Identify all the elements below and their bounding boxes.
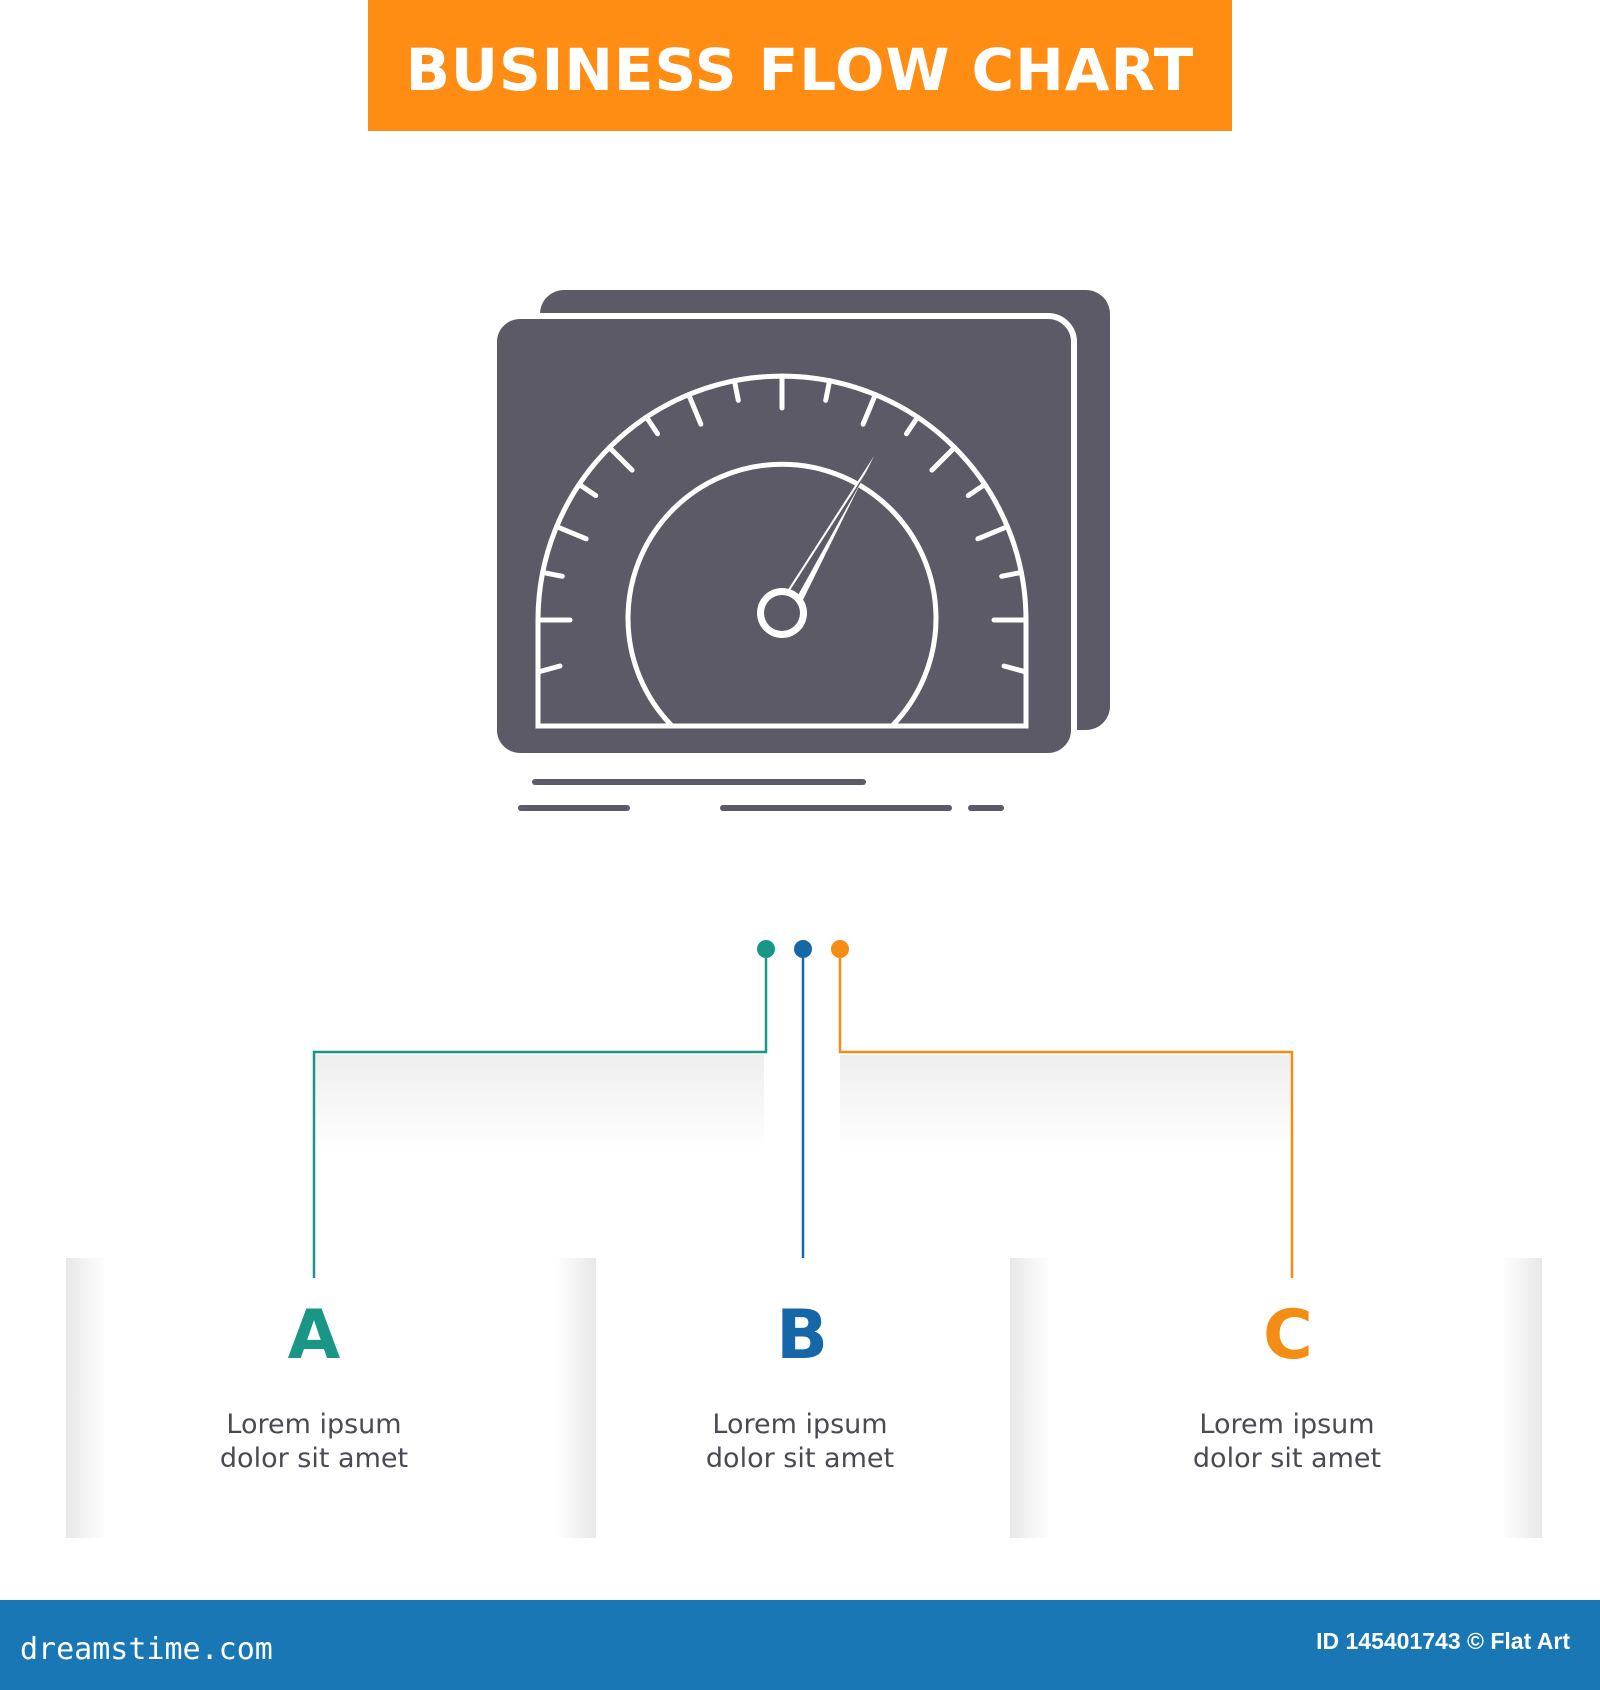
step-c-line2: dolor sit amet (1192, 1443, 1382, 1474)
connector-line-a (312, 949, 768, 1278)
step-letter-b: B (776, 1296, 828, 1375)
step-letter-a: A (287, 1296, 341, 1375)
footer-bar: dreamstime.com ID 145401743 © Flat Art (0, 1600, 1600, 1690)
step-text-c: Lorem ipsum dolor sit amet (1137, 1408, 1437, 1476)
gauge-tick (823, 378, 833, 403)
gauge-tick (686, 392, 704, 427)
connector-line-c (838, 949, 1294, 1278)
step-a-line2: dolor sit amet (219, 1443, 409, 1474)
gauge-tick (643, 414, 661, 437)
gauge-tick (903, 414, 921, 437)
gauge-tick (1001, 663, 1029, 675)
footer-image-id: ID 145401743 © Flat Art (1316, 1628, 1570, 1654)
flow-connectors (312, 940, 1294, 1278)
step-text-a: Lorem ipsum dolor sit amet (164, 1408, 464, 1476)
step-a-line1: Lorem ipsum (226, 1409, 402, 1440)
connector-fade-left (314, 1055, 764, 1150)
dashboard-speedometer-icon (491, 290, 1110, 811)
gauge-tick (965, 481, 988, 499)
step-c-line1: Lorem ipsum (1199, 1409, 1375, 1440)
gauge-tick (554, 524, 589, 542)
step-text-b: Lorem ipsum dolor sit amet (650, 1408, 950, 1476)
title-banner: BUSINESS FLOW CHART (368, 0, 1232, 131)
gauge-tick (540, 569, 565, 579)
connector-fade-right (840, 1055, 1292, 1150)
step-letter-c: C (1263, 1296, 1313, 1375)
gauge-tick (860, 392, 878, 427)
chart-title: BUSINESS FLOW CHART (405, 35, 1195, 104)
gauge-tick (731, 378, 741, 403)
gauge-tick (999, 569, 1024, 579)
gauge-tick (975, 524, 1010, 542)
step-b-line2: dolor sit amet (705, 1443, 895, 1474)
gauge-tick (929, 444, 958, 473)
footer-site-name: dreamstime.com (20, 1632, 273, 1667)
gauge-tick (576, 481, 599, 499)
step-panel-a (66, 1258, 596, 1538)
step-panel-c (1010, 1258, 1542, 1538)
step-b-line1: Lorem ipsum (712, 1409, 888, 1440)
gauge-tick (535, 663, 563, 675)
gauge-tick (606, 444, 635, 473)
